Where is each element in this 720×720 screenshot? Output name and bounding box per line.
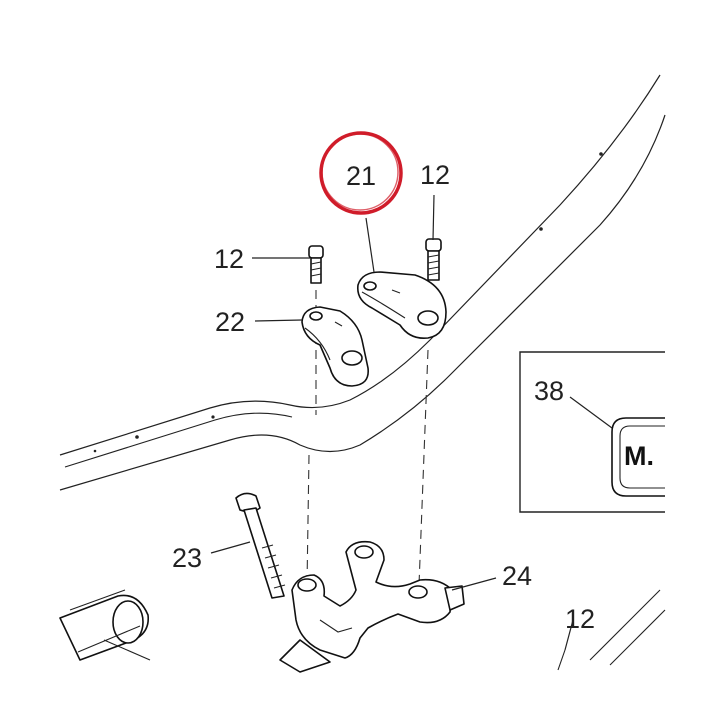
callout-12-top-right[interactable]: 12	[420, 160, 450, 190]
leader-lines	[210, 194, 613, 651]
inset-plate-text: M.	[624, 441, 654, 471]
inset-box-38: M.	[519, 351, 665, 513]
riser-24	[279, 540, 465, 673]
upper-clamp-22	[301, 306, 369, 387]
callout-23[interactable]: 23	[172, 543, 202, 573]
callout-22[interactable]: 22	[215, 307, 245, 337]
long-bolt-23	[235, 492, 286, 599]
highlight-circle	[319, 131, 403, 215]
bolt-12-left	[308, 245, 324, 284]
lower-right-strokes	[557, 589, 666, 671]
callout-12-bottom[interactable]: 12	[565, 604, 595, 634]
bolt-12-right	[425, 238, 442, 281]
callout-labels: 21 12 12 22 23 24 12 38	[172, 160, 595, 634]
callout-38[interactable]: 38	[534, 376, 564, 406]
callout-12-left[interactable]: 12	[214, 244, 244, 274]
lower-left-tube	[59, 589, 151, 661]
handlebar	[59, 74, 666, 491]
callout-21[interactable]: 21	[346, 161, 376, 191]
upper-clamp-21	[356, 271, 447, 340]
callout-24[interactable]: 24	[502, 561, 532, 591]
